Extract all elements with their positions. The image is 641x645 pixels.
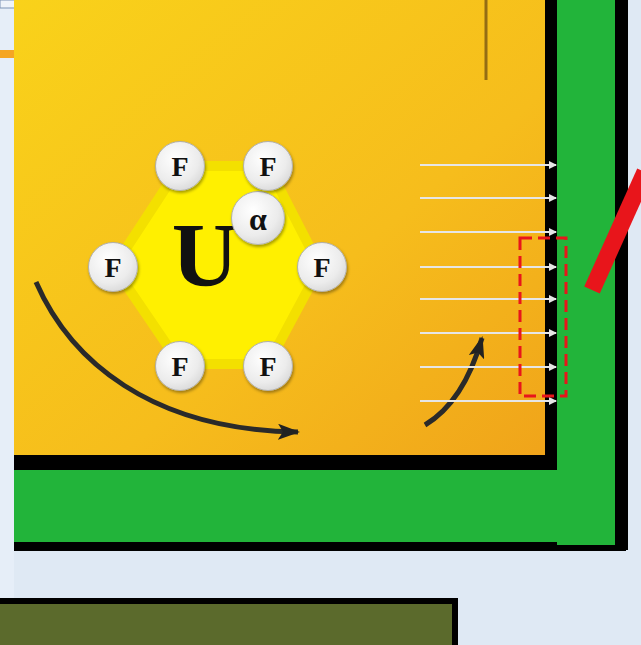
node-label: F [104,254,121,282]
wall-outline [14,455,641,560]
node-label: F [171,353,188,381]
wall-outline [14,545,626,551]
flow-arrow [425,338,482,425]
fluorine-atom: F [155,141,205,191]
fluorine-atom: F [155,341,205,391]
uranium-atom: Uα [108,160,326,370]
node-label: F [259,353,276,381]
wall-outline [622,0,628,555]
background-panel [0,0,14,645]
fluorine-atom: F [88,242,138,292]
background-panel [14,550,641,560]
node-label: F [313,254,330,282]
molten-salt [14,0,545,455]
fluorine-atom: F [243,341,293,391]
zoom-pointer [592,172,641,290]
node-label: F [171,153,188,181]
lower-plate [0,604,452,645]
node-label: α [249,203,267,235]
fluorine-atom: F [297,242,347,292]
fluorine-atom: F [243,141,293,191]
zoom-region [520,238,566,396]
alpha-particle: α [231,191,285,245]
container-wall [14,470,615,542]
flux-arrows [420,165,556,401]
node-label: F [259,153,276,181]
node-label: U [172,209,238,301]
lower-plate-outline [0,598,458,645]
rod-line [485,0,488,80]
